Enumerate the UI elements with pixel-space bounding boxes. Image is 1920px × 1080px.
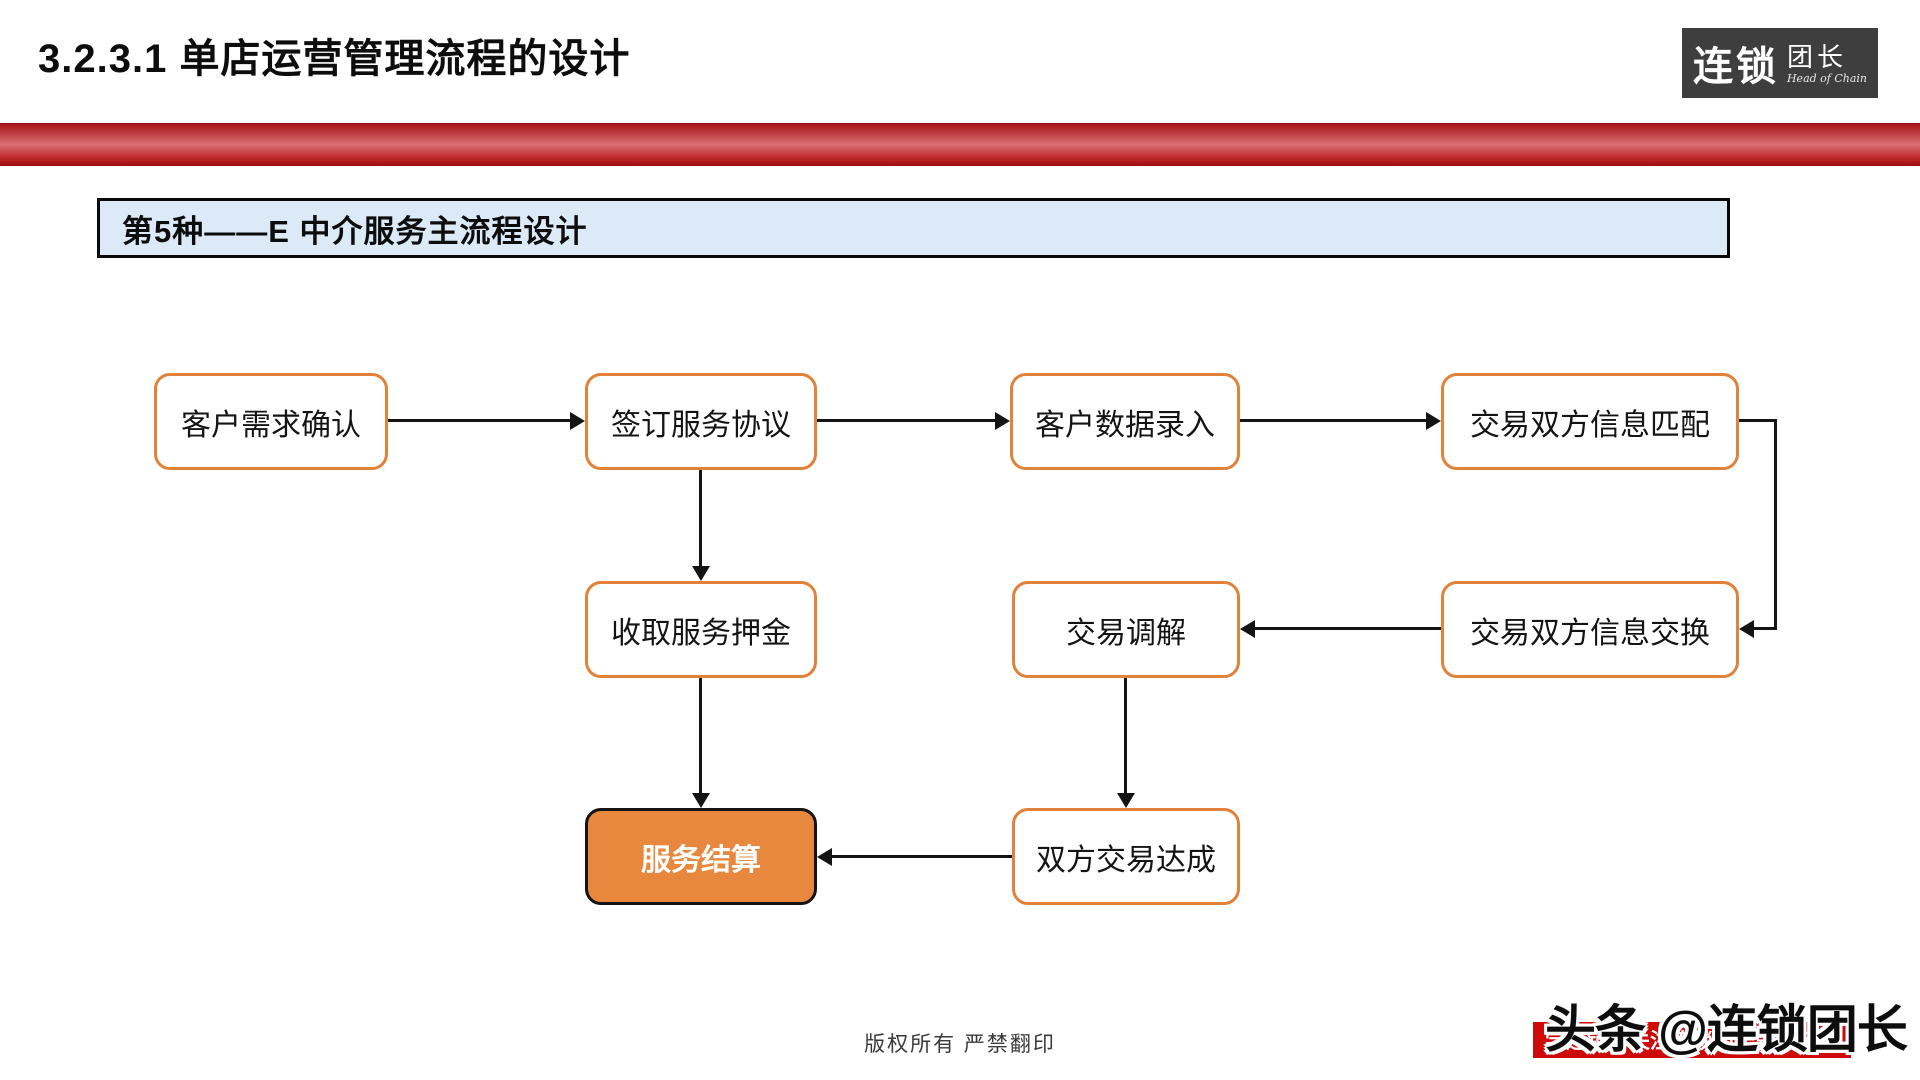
- arrow-enter-to-match-line: [1240, 419, 1426, 422]
- arrow-exchange-to-mediate-head: [1240, 620, 1255, 638]
- copyright-note: 版权所有 严禁翻印: [864, 1033, 1056, 1056]
- flow-node-enter-data: 客户数据录入: [1010, 373, 1240, 470]
- arrow-match-to-exchange-head: [1739, 620, 1754, 638]
- arrow-exchange-to-mediate-line: [1255, 627, 1441, 630]
- arrow-mediate-to-deal-head: [1117, 793, 1135, 808]
- flow-node-sign-agreement: 签订服务协议: [585, 373, 817, 470]
- watermark-banner: 学连锁，关注连锁团长就够了。: [1533, 1022, 1851, 1058]
- flow-node-exchange-info: 交易双方信息交换: [1441, 581, 1739, 678]
- arrow-match-to-exchange-seg1: [1739, 419, 1777, 422]
- arrow-sign-to-enter-line: [817, 419, 995, 422]
- arrow-match-to-exchange-seg2: [1774, 419, 1777, 629]
- arrow-deal-to-settle-head: [817, 848, 832, 866]
- arrow-deal-to-settle-line: [832, 855, 1012, 858]
- arrow-mediate-to-deal-line: [1124, 678, 1127, 794]
- arrow-deposit-to-settle-line: [699, 678, 702, 794]
- arrow-match-to-exchange-seg3: [1754, 627, 1777, 630]
- red-divider-bar: [0, 123, 1920, 166]
- flow-node-collect-deposit: 收取服务押金: [585, 581, 817, 678]
- flow-node-deal-done: 双方交易达成: [1012, 808, 1240, 905]
- section-header: 第5种——E 中介服务主流程设计: [97, 198, 1730, 258]
- arrow-sign-to-enter-head: [995, 412, 1010, 430]
- logo-primary-text: 连锁: [1692, 45, 1779, 89]
- arrow-deposit-to-settle-head: [692, 793, 710, 808]
- arrow-sign-to-deposit-line: [699, 470, 702, 568]
- arrow-enter-to-match-head: [1426, 412, 1441, 430]
- arrow-sign-to-deposit-head: [692, 566, 710, 581]
- brand-logo: 连锁 团长 Head of Chain: [1682, 28, 1878, 98]
- arrow-confirm-to-sign-line: [388, 419, 570, 422]
- flow-node-confirm-demand: 客户需求确认: [154, 373, 388, 470]
- flow-node-match-info: 交易双方信息匹配: [1441, 373, 1739, 470]
- flow-node-settle: 服务结算: [585, 808, 817, 905]
- flow-node-mediate: 交易调解: [1012, 581, 1240, 678]
- logo-tagline: Head of Chain: [1786, 71, 1868, 85]
- watermark-handle: 头条 @连锁团长: [1545, 1001, 1908, 1058]
- page-title: 3.2.3.1 单店运营管理流程的设计: [38, 37, 631, 81]
- watermark-banner-text: 学连锁，关注连锁团长就够了。: [1545, 1030, 1839, 1053]
- section-header-label: 第5种——E 中介服务主流程设计: [122, 213, 588, 249]
- arrow-confirm-to-sign-head: [570, 412, 585, 430]
- logo-secondary-text: 团长: [1786, 41, 1847, 72]
